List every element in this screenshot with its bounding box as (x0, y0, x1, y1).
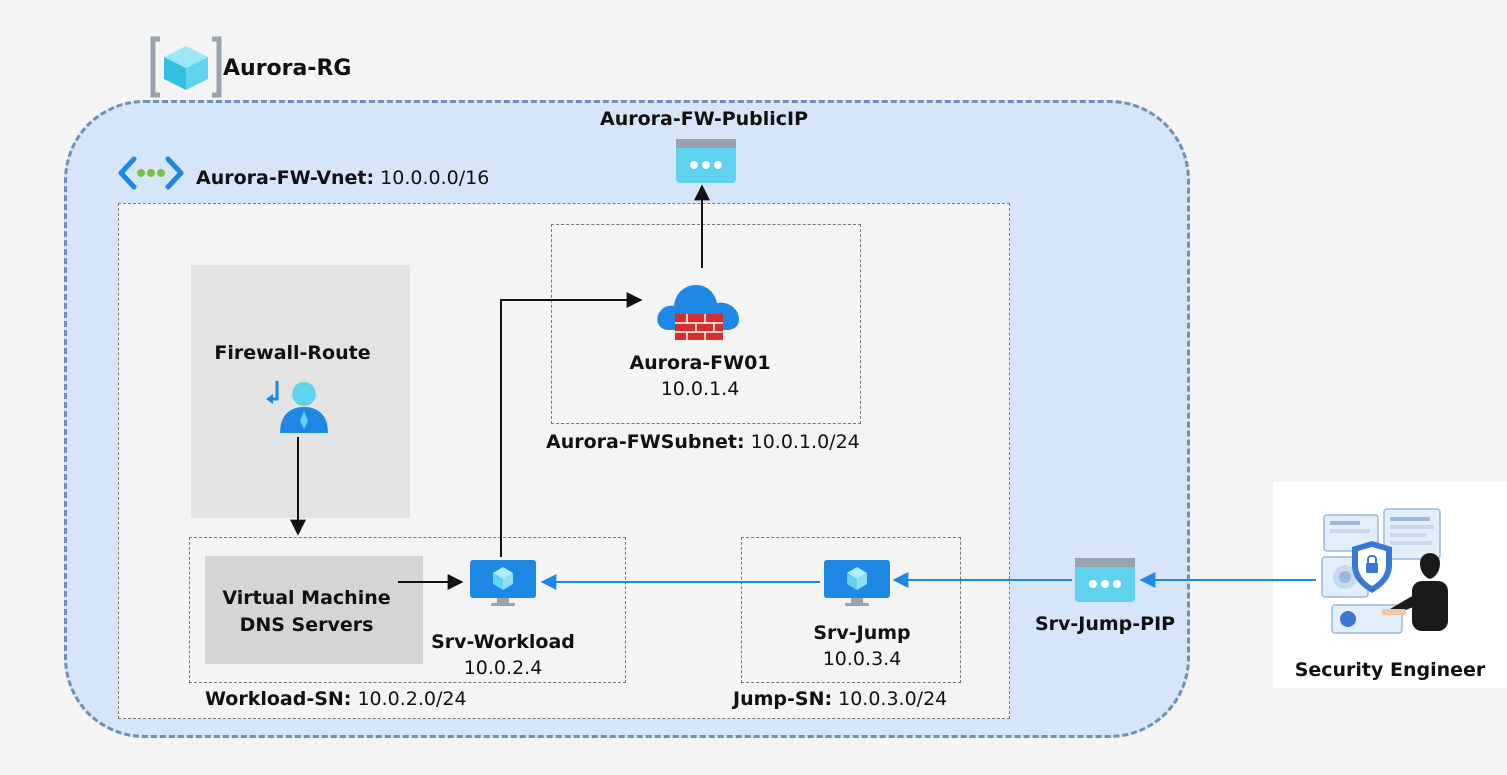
workload-vm-ip: 10.0.2.4 (463, 657, 543, 679)
workload-subnet-cidr: 10.0.2.0/24 (357, 688, 467, 710)
jump-pip-name: Srv-Jump-PIP (1034, 613, 1176, 635)
fw-subnet-name: Aurora-FWSubnet: (546, 431, 745, 453)
jump-vm-icon (824, 560, 890, 606)
dns-line1: Virtual Machine (222, 587, 391, 609)
jump-vm-name: Srv-Jump (813, 622, 911, 644)
workload-vm-icon (470, 560, 536, 606)
vnet-icon (118, 156, 184, 190)
vnet-cidr: 10.0.0.0/16 (380, 167, 490, 189)
fw-subnet-cidr: 10.0.1.0/24 (750, 431, 860, 453)
jump-vm-ip: 10.0.3.4 (822, 648, 902, 670)
firewall-name: Aurora-FW01 (629, 352, 771, 374)
jump-subnet-label: Jump-SN: 10.0.3.0/24 (733, 688, 947, 710)
firewall-icon (657, 285, 739, 340)
dns-line2: DNS Servers (239, 614, 374, 636)
security-engineer-illustration (1321, 508, 1448, 634)
workload-subnet-name: Workload-SN: (205, 688, 352, 710)
fw-subnet-box (551, 224, 861, 424)
workload-to-firewall-arrow (500, 292, 643, 557)
vnet-name: Aurora-FW-Vnet: (196, 167, 375, 189)
route-table-name: Firewall-Route (214, 342, 371, 364)
jump-subnet-name: Jump-SN: (733, 688, 833, 710)
workload-vm-name: Srv-Workload (431, 631, 575, 653)
resource-group-icon (150, 36, 222, 98)
vnet-label: Aurora-FW-Vnet: 10.0.0.0/16 (196, 167, 489, 189)
jump-pip-icon (1075, 558, 1135, 602)
public-ip-label: Aurora-FW-PublicIP (600, 108, 809, 130)
route-table-icon (266, 381, 328, 433)
workload-subnet-box (189, 537, 626, 683)
dns-servers-box (205, 556, 423, 664)
security-engineer-label: Security Engineer (1294, 659, 1486, 681)
resource-group-label: Aurora-RG (223, 56, 352, 81)
fw-subnet-label: Aurora-FWSubnet: 10.0.1.0/24 (546, 431, 860, 453)
firewall-ip: 10.0.1.4 (660, 378, 740, 400)
jump-subnet-cidr: 10.0.3.0/24 (838, 688, 948, 710)
jump-subnet-box (741, 537, 961, 683)
public-ip-icon (676, 139, 736, 183)
workload-subnet-label: Workload-SN: 10.0.2.0/24 (205, 688, 467, 710)
